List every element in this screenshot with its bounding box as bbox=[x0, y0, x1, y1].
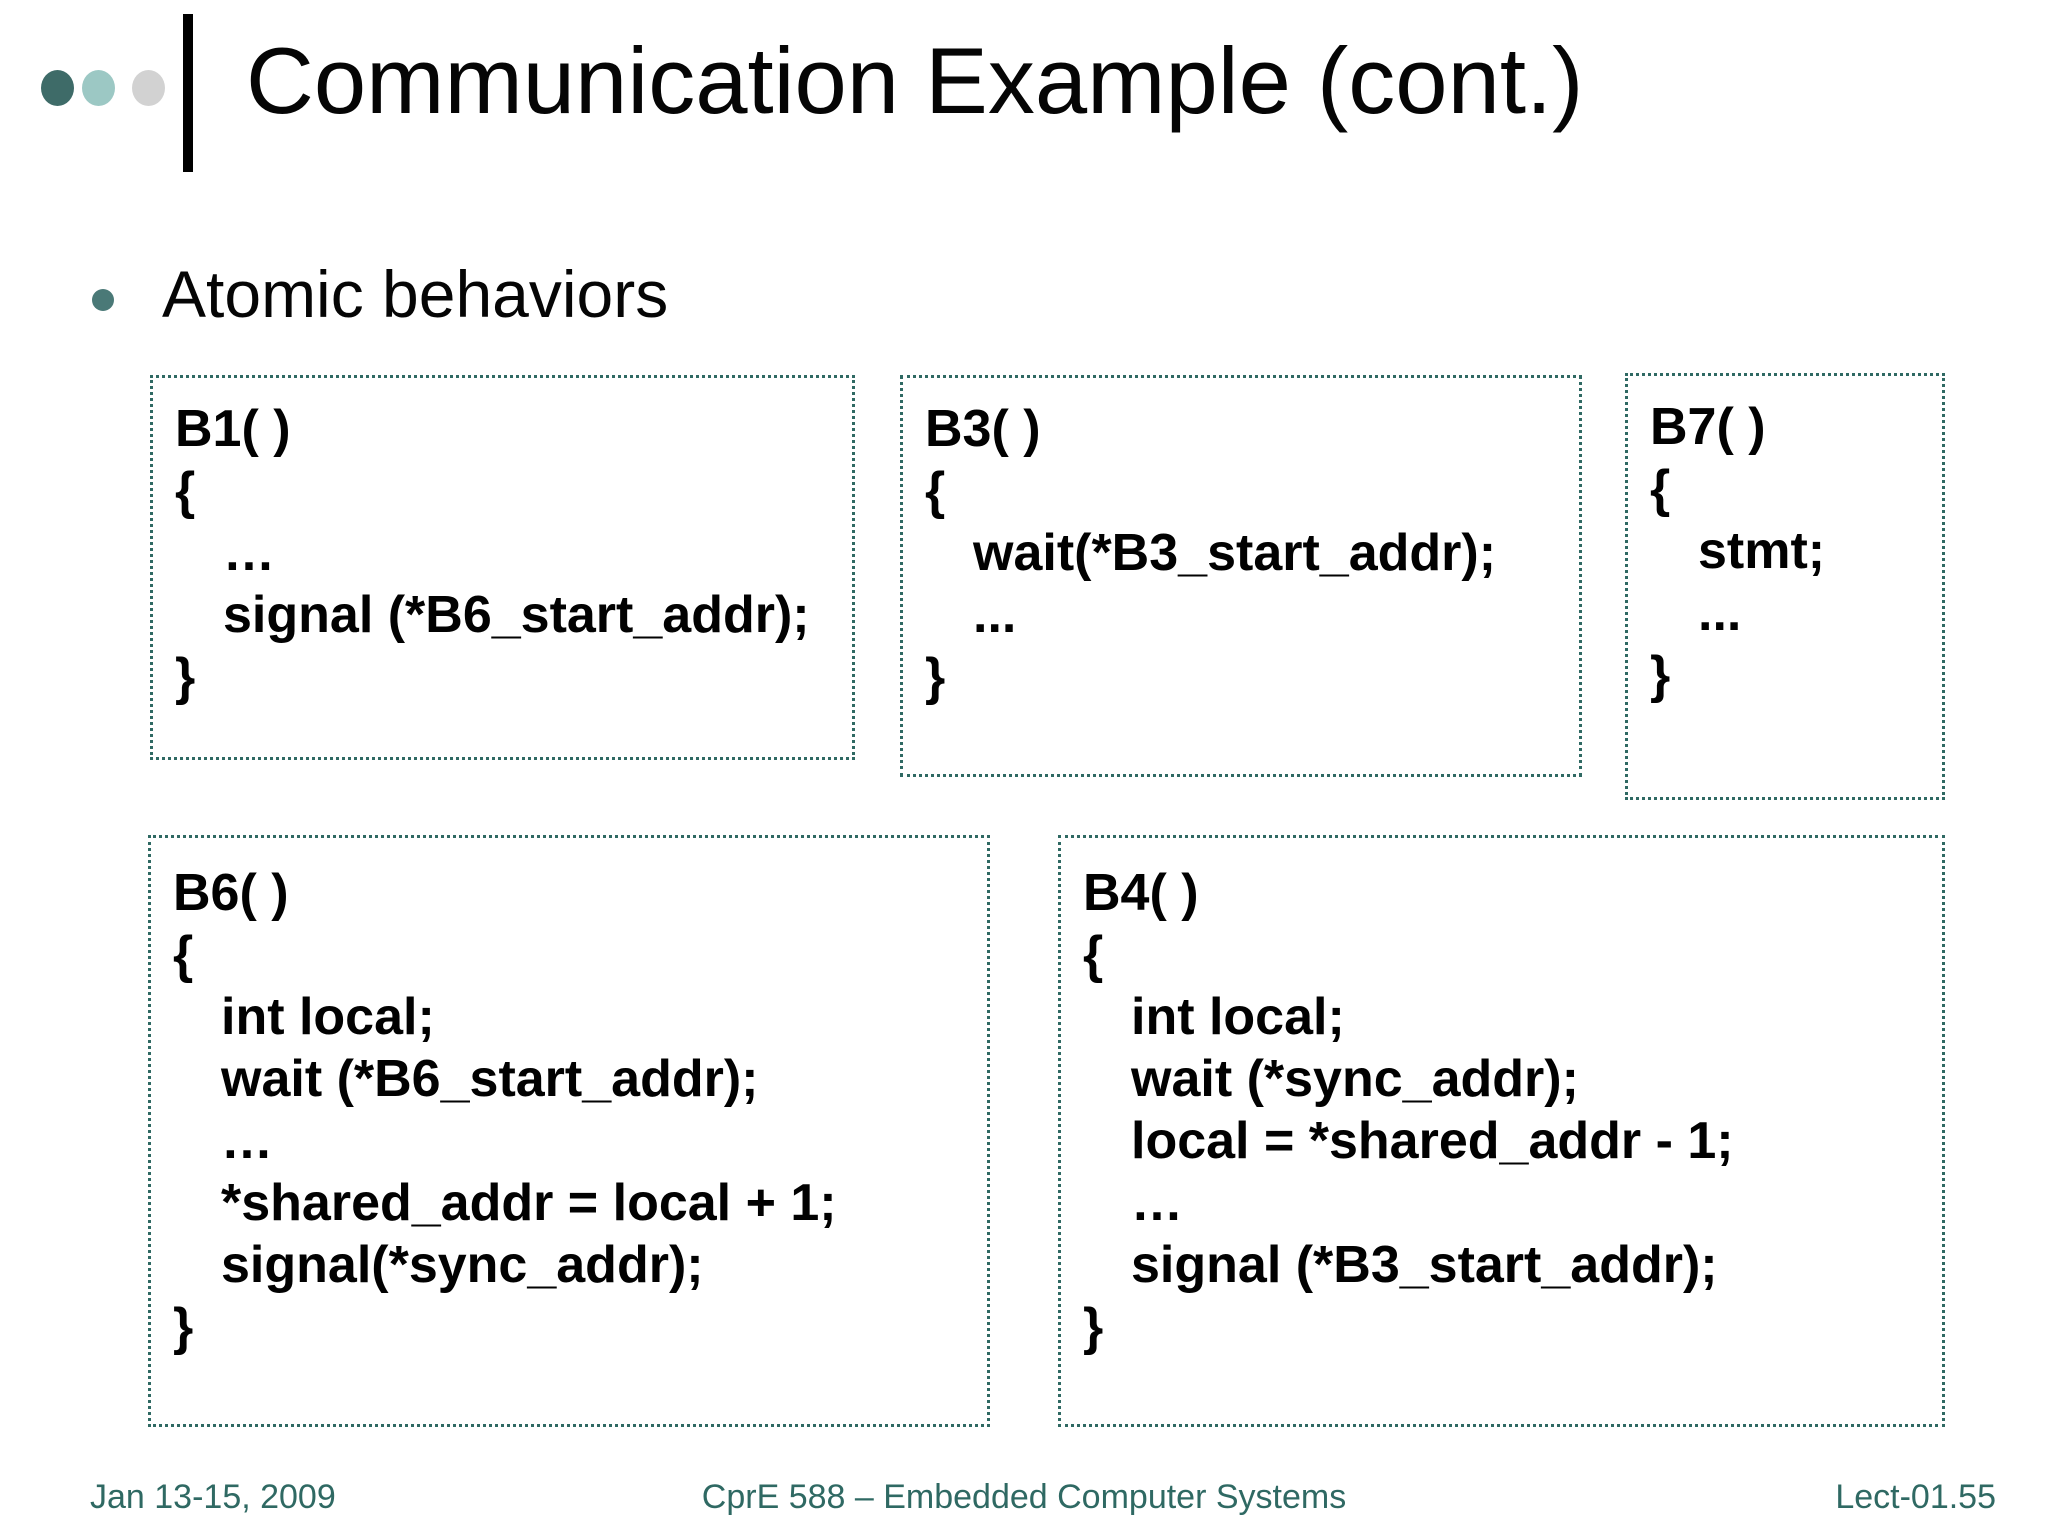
bullet-dot-icon bbox=[92, 289, 114, 311]
code-line: wait(*B3_start_addr); bbox=[973, 524, 1497, 582]
code-line: } bbox=[175, 648, 196, 706]
code-line: … bbox=[223, 524, 275, 582]
footer-lecture-number: Lect-01.55 bbox=[1835, 1478, 1996, 1516]
code-line: B4( ) bbox=[1083, 864, 1199, 922]
code-line: local = *shared_addr - 1; bbox=[1131, 1112, 1734, 1170]
code-line: int local; bbox=[1131, 988, 1345, 1046]
code-line: } bbox=[925, 648, 946, 706]
code-line: { bbox=[1083, 926, 1104, 984]
code-line: B3( ) bbox=[925, 400, 1041, 458]
code-box-b7: B7( ) { stmt; ... } bbox=[1625, 373, 1945, 800]
code-line: { bbox=[173, 926, 194, 984]
code-line: int local; bbox=[221, 988, 435, 1046]
header-dot-gray-icon bbox=[132, 70, 165, 106]
code-box-b1: B1( ) { … signal (*B6_start_addr); } bbox=[150, 375, 855, 760]
code-line: B7( ) bbox=[1650, 398, 1766, 456]
code-line: signal (*B3_start_addr); bbox=[1131, 1236, 1718, 1294]
header-dot-light-teal-icon bbox=[82, 70, 115, 106]
bullet-text: Atomic behaviors bbox=[162, 257, 669, 331]
code-box-b6: B6( ) { int local; wait (*B6_start_addr)… bbox=[148, 835, 990, 1427]
code-line: signal(*sync_addr); bbox=[221, 1236, 704, 1294]
code-line: ... bbox=[1698, 584, 1742, 642]
code-line: B1( ) bbox=[175, 400, 291, 458]
title-divider-bar bbox=[183, 14, 193, 172]
header-dot-dark-teal-icon bbox=[41, 70, 74, 106]
code-line: { bbox=[925, 462, 946, 520]
code-line: } bbox=[173, 1298, 194, 1356]
code-line: B6( ) bbox=[173, 864, 289, 922]
code-line: } bbox=[1083, 1298, 1104, 1356]
code-box-b3: B3( ) { wait(*B3_start_addr); ... } bbox=[900, 375, 1582, 777]
code-line: *shared_addr = local + 1; bbox=[221, 1174, 837, 1232]
slide-title: Communication Example (cont.) bbox=[246, 28, 1584, 133]
code-line: wait (*B6_start_addr); bbox=[221, 1050, 759, 1108]
code-line: ... bbox=[973, 586, 1017, 644]
footer-course: CprE 588 – Embedded Computer Systems bbox=[701, 1478, 1347, 1516]
code-line: { bbox=[175, 462, 196, 520]
code-line: } bbox=[1650, 646, 1671, 704]
footer-date: Jan 13-15, 2009 bbox=[90, 1478, 336, 1516]
code-line: wait (*sync_addr); bbox=[1131, 1050, 1579, 1108]
code-line: signal (*B6_start_addr); bbox=[223, 586, 810, 644]
code-box-b4: B4( ) { int local; wait (*sync_addr); lo… bbox=[1058, 835, 1945, 1427]
code-line: { bbox=[1650, 460, 1671, 518]
code-line: stmt; bbox=[1698, 522, 1826, 580]
code-line: … bbox=[221, 1112, 273, 1170]
code-line: … bbox=[1131, 1174, 1183, 1232]
